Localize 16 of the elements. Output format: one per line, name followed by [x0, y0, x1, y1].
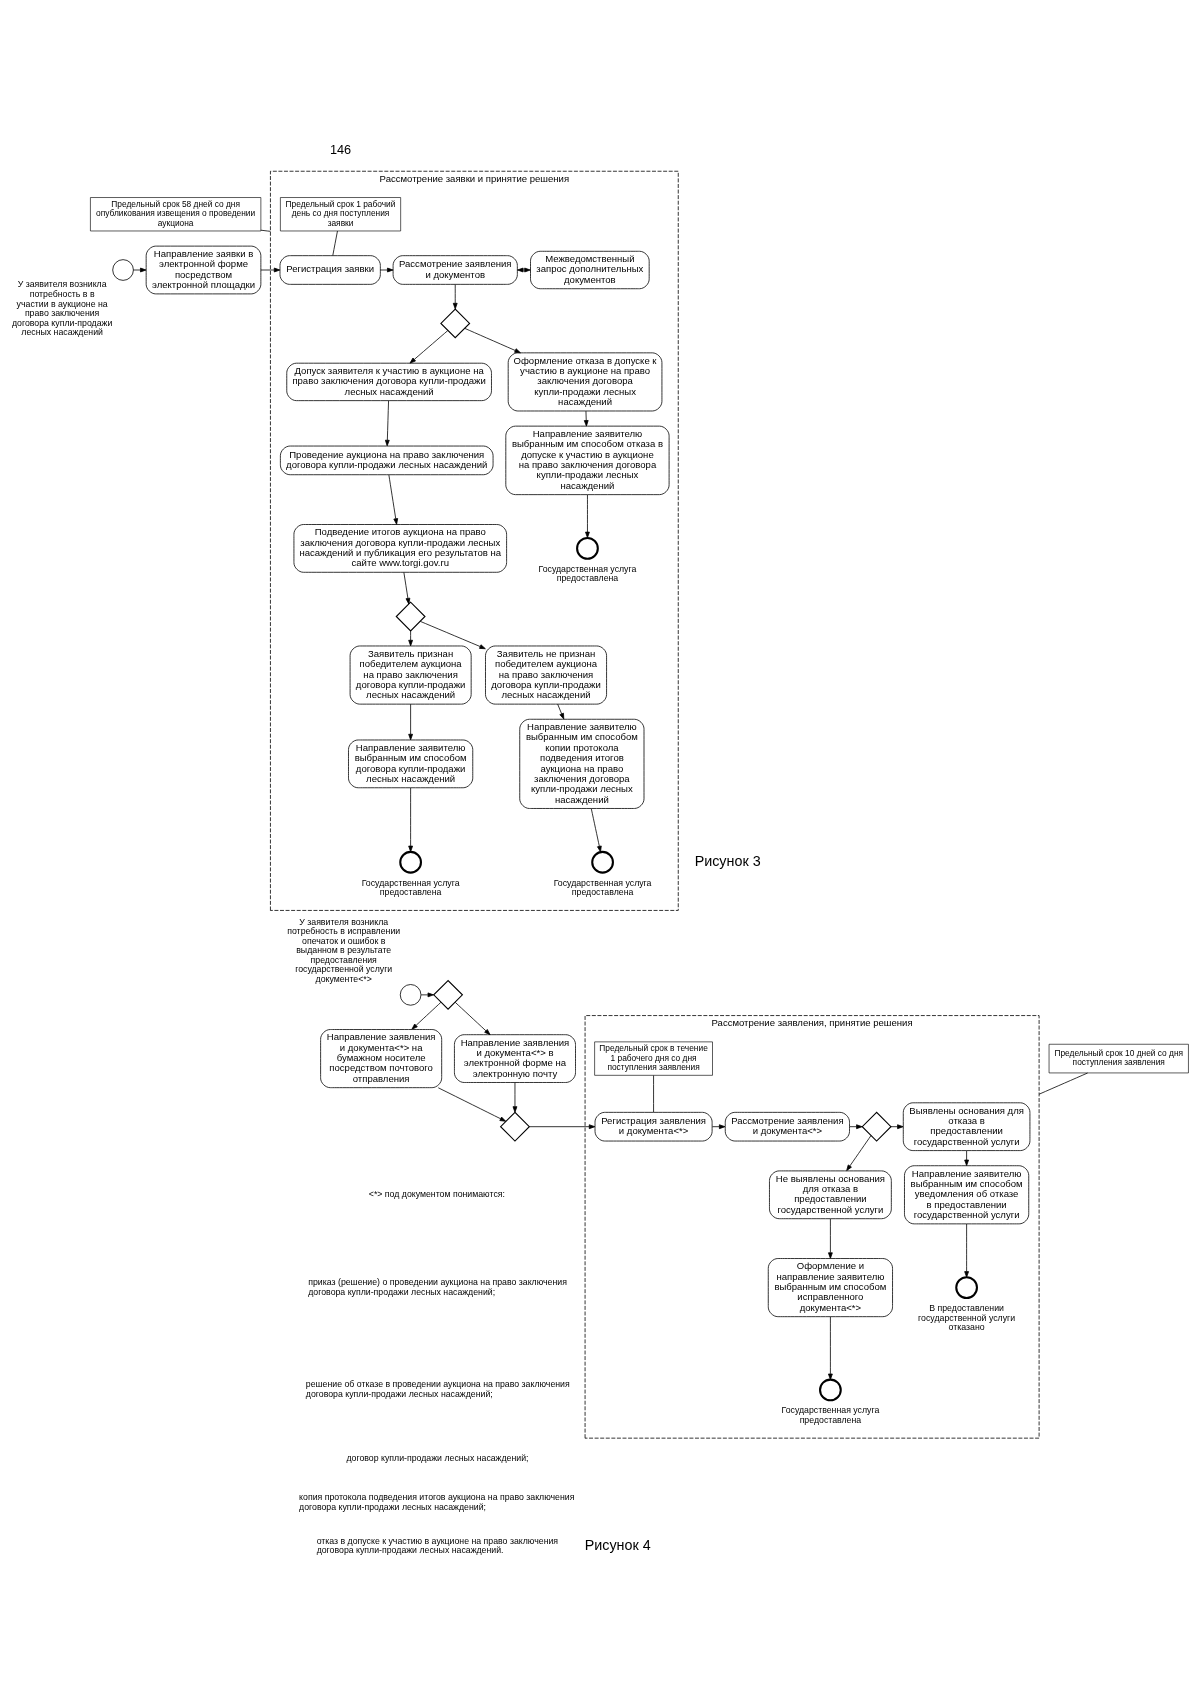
- node-label: Государственная услуга предоставлена: [361, 877, 460, 898]
- label: отказ в допуске к участию в аукционе на право заключения договора купли-продажи лесных насаждений.: [316, 1535, 559, 1556]
- label: <*> под документом понимаются:: [368, 1189, 505, 1200]
- label: 146: [329, 141, 352, 157]
- node-label: В предоставлении государственной услуги отказано: [918, 1303, 1016, 1333]
- node-label: Государственная услуга предоставлена: [781, 1405, 880, 1425]
- label: копия протокола подведения итогов аукциона на право заключения договора купли-продажи лесных насаждений;: [299, 1492, 575, 1512]
- label: решение об отказе в проведении аукциона на право заключения договора купли-продажи лесных насаждений;: [305, 1379, 570, 1399]
- label: Рисунок 3: [694, 852, 761, 869]
- node-label: Государственная услуга предоставлена: [538, 563, 637, 584]
- label: договор купли-продажи лесных насаждений;: [346, 1453, 529, 1464]
- node-label: У заявителя возникла потребность в исправлении опечаток и ошибок в выданном в результате предоставления государственной услуги документе<*>: [287, 916, 401, 984]
- node-label: Государственная услуга предоставлена: [553, 877, 652, 898]
- label: приказ (решение) о проведении аукциона на право заключения договора купли-продажи лесных насаждений;: [308, 1277, 567, 1297]
- label: Рисунок 4: [584, 1536, 651, 1553]
- node-label: У заявителя возникла потребность в в участии в аукционе на право заключения договора купли-продажи лесных насаждений: [11, 279, 113, 338]
